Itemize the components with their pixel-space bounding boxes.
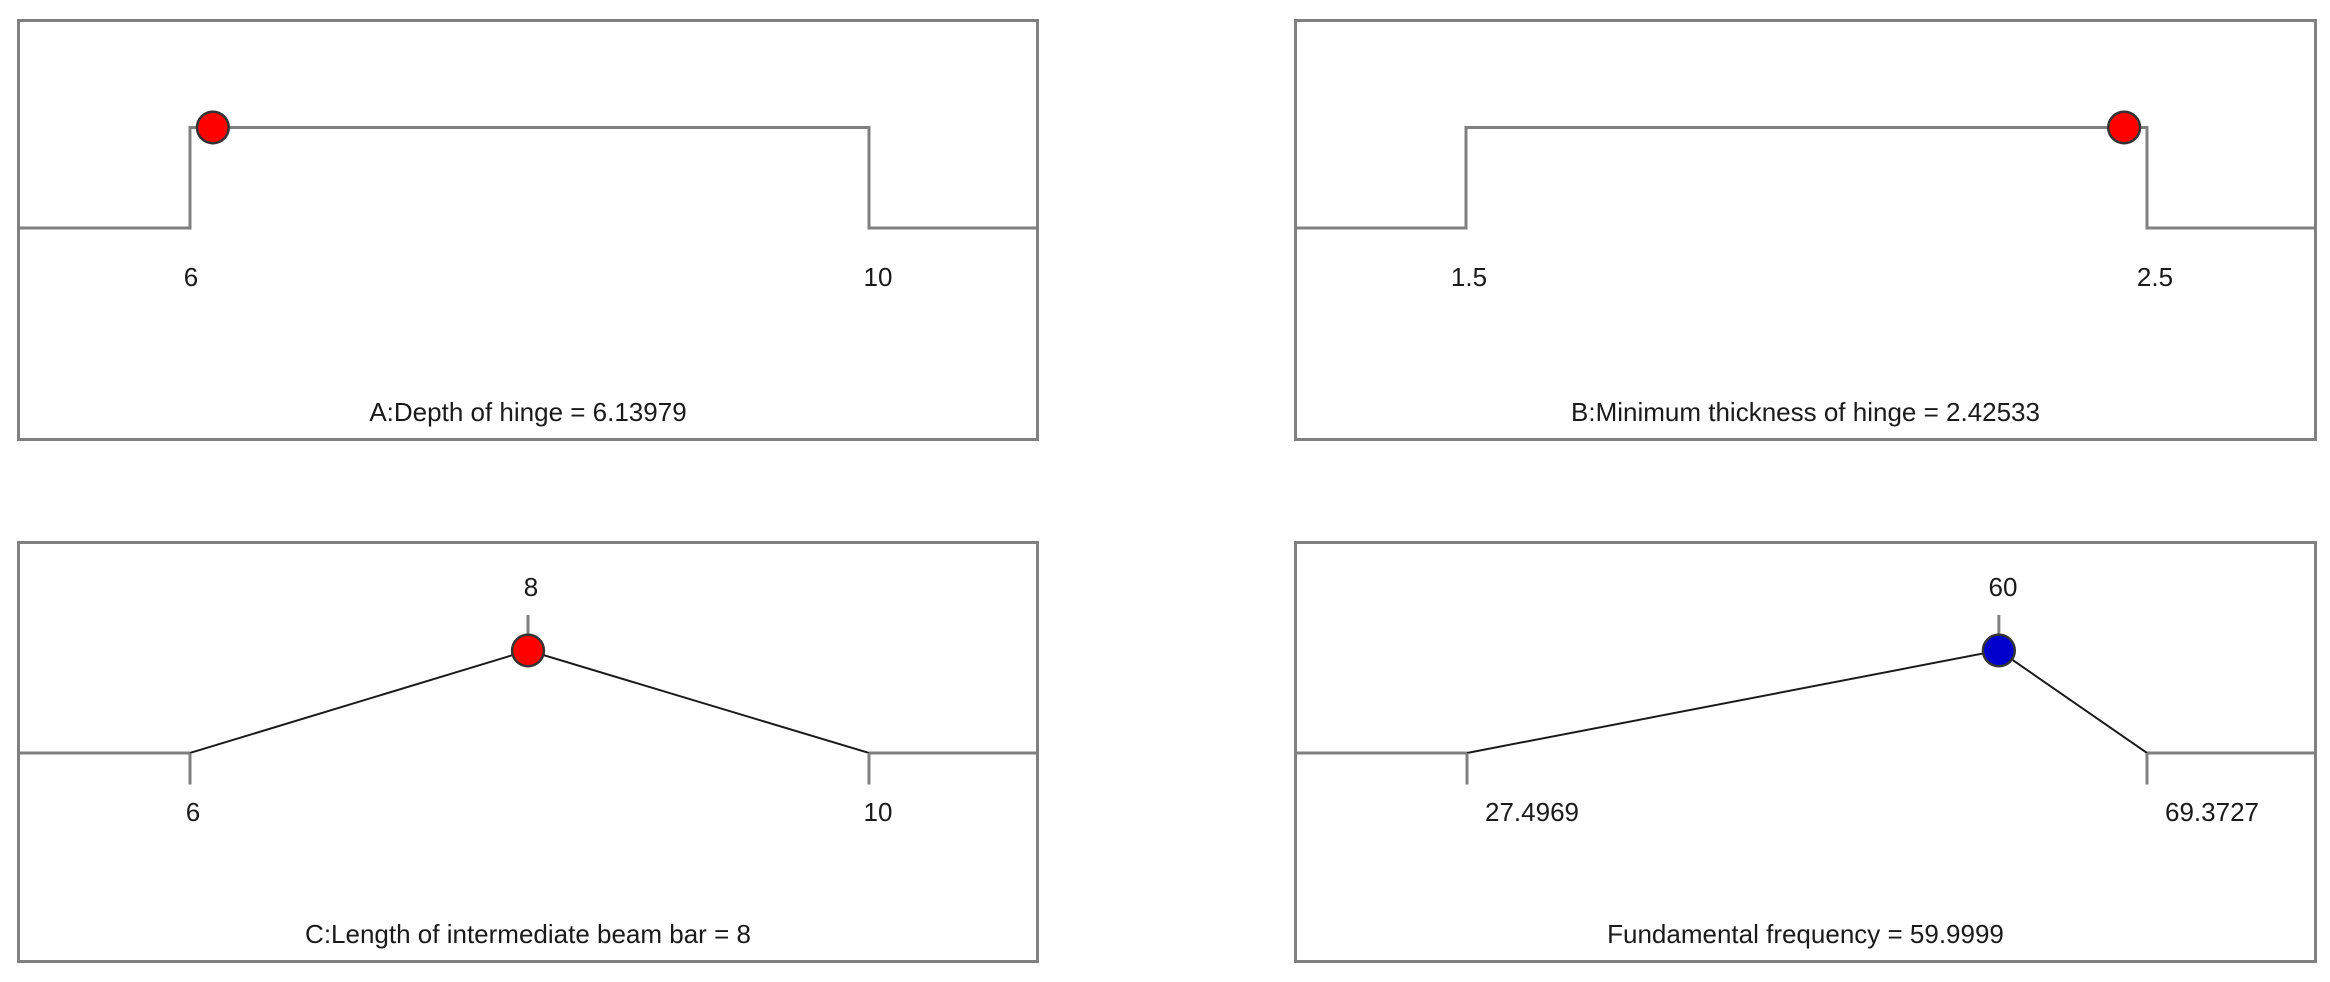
marker-dot-a <box>195 110 231 145</box>
tick-label-c-left: 6 <box>185 797 201 827</box>
panel-d-plot <box>1297 614 2314 785</box>
panel-caption-b: B:Minimum thickness of hinge = 2.42533 <box>1571 397 2040 427</box>
apex-label-c: 8 <box>523 572 539 602</box>
apex-label-d: 60 <box>1988 572 2018 602</box>
tick-label-c-right: 10 <box>863 797 893 827</box>
step-curve-a <box>20 126 1036 230</box>
tick-label-b-right: 2.5 <box>2136 262 2174 292</box>
panel-c-length-of-intermediate-beam-bar: 8 6 10 C:Length of intermediate beam bar… <box>17 541 1039 963</box>
tick-label-d-right: 69.3727 <box>2165 797 2259 827</box>
panel-b-minimum-thickness-of-hinge: 1.5 2.5 B:Minimum thickness of hinge = 2… <box>1294 19 2317 441</box>
panel-a-plot <box>20 110 1036 230</box>
panel-c-plot <box>20 614 1036 785</box>
tick-label-b-left: 1.5 <box>1450 262 1488 292</box>
panel-caption-c: C:Length of intermediate beam bar = 8 <box>305 919 751 949</box>
panel-caption-a: A:Depth of hinge = 6.13979 <box>369 397 687 427</box>
marker-dot-b <box>2106 110 2142 145</box>
panel-b-plot <box>1297 110 2314 230</box>
marker-dot-c <box>510 633 546 668</box>
panel-caption-d: Fundamental frequency = 59.9999 <box>1607 919 2004 949</box>
tick-label-d-left: 27.4969 <box>1485 797 1579 827</box>
panel-a-depth-of-hinge: 6 10 A:Depth of hinge = 6.13979 <box>17 19 1039 441</box>
tick-label-a-left: 6 <box>183 262 199 292</box>
marker-dot-d <box>1981 633 2017 668</box>
tick-label-a-right: 10 <box>863 262 893 292</box>
panel-d-fundamental-frequency: 60 27.4969 69.3727 Fundamental frequency… <box>1294 541 2317 963</box>
triangle-curve-d <box>1466 649 2148 754</box>
step-curve-b <box>1297 126 2314 230</box>
